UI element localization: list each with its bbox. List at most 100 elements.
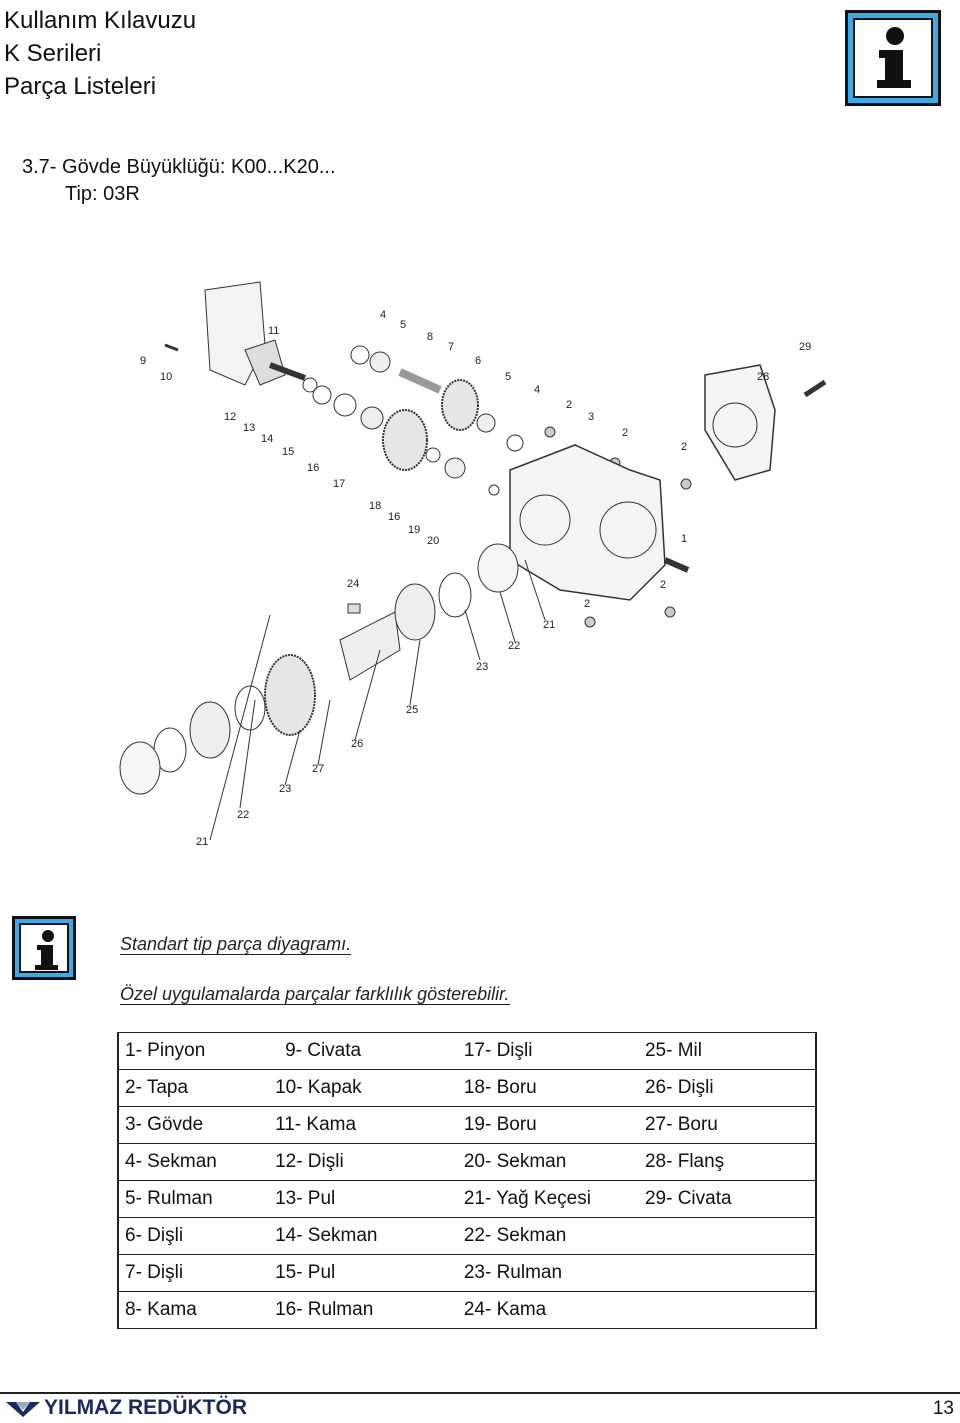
svg-text:28: 28 <box>757 371 769 383</box>
svg-text:12: 12 <box>224 411 236 423</box>
svg-text:21: 21 <box>196 836 208 848</box>
flange <box>704 364 776 481</box>
table-cell: 19- Boru <box>457 1106 639 1144</box>
table-cell: 23- Rulman <box>457 1254 639 1292</box>
table-cell <box>638 1217 816 1255</box>
svg-text:9: 9 <box>140 355 146 367</box>
exploded-parts-diagram: 9 10 11 4 5 8 7 6 5 4 2 3 2 2 1 29 28 12… <box>119 281 827 848</box>
washer <box>302 377 318 393</box>
manual-title: Kullanım Kılavuzu <box>4 7 197 34</box>
svg-text:16: 16 <box>388 511 400 523</box>
bearing-23 <box>189 701 231 759</box>
plug <box>664 606 676 618</box>
svg-text:7: 7 <box>448 341 454 353</box>
shaft-7 <box>398 368 442 394</box>
bearing <box>360 406 384 430</box>
table-cell: 14- Sekman <box>269 1217 458 1255</box>
table-cell: 1- Pinyon <box>118 1032 270 1070</box>
svg-text:2: 2 <box>622 427 628 439</box>
svg-text:22: 22 <box>508 640 520 652</box>
table-cell: 7- Dişli <box>118 1254 270 1292</box>
plug <box>544 426 556 438</box>
svg-text:2: 2 <box>584 598 590 610</box>
circlip <box>312 385 332 405</box>
svg-text:10: 10 <box>160 371 172 383</box>
page-number: 13 <box>932 1398 954 1419</box>
tube-27 <box>234 685 266 731</box>
table-cell: 4- Sekman <box>118 1143 270 1181</box>
info-icon <box>12 916 76 980</box>
housing <box>509 444 666 601</box>
svg-text:23: 23 <box>279 783 291 795</box>
table-cell: 8- Kama <box>118 1291 270 1329</box>
table-cell: 13- Pul <box>269 1180 458 1218</box>
svg-text:2: 2 <box>566 399 572 411</box>
svg-text:24: 24 <box>347 578 359 590</box>
info-icon <box>845 10 941 106</box>
yilmaz-logo-icon <box>6 1402 40 1417</box>
svg-text:4: 4 <box>380 309 386 321</box>
svg-text:23: 23 <box>476 661 488 673</box>
svg-text:3: 3 <box>588 411 594 423</box>
svg-text:8: 8 <box>427 331 433 343</box>
plug <box>680 478 692 490</box>
table-cell: 12- Dişli <box>269 1143 458 1181</box>
svg-text:2: 2 <box>660 579 666 591</box>
svg-text:18: 18 <box>369 500 381 512</box>
gear-6 <box>441 379 479 431</box>
svg-text:25: 25 <box>406 704 418 716</box>
table-cell <box>638 1291 816 1329</box>
circlip-22 <box>438 572 472 618</box>
table-cell: 29- Civata <box>638 1180 816 1218</box>
circlip <box>506 434 524 452</box>
table-cell: 22- Sekman <box>457 1217 639 1255</box>
table-cell: 10- Kapak <box>269 1069 458 1107</box>
table-cell: 28- Flanş <box>638 1143 816 1181</box>
shaft-25 <box>339 611 401 681</box>
table-cell: 26- Dişli <box>638 1069 816 1107</box>
svg-text:15: 15 <box>282 446 294 458</box>
plug <box>584 616 596 628</box>
table-cell: 6- Dişli <box>118 1217 270 1255</box>
footer-divider <box>0 1392 960 1394</box>
svg-text:20: 20 <box>427 535 439 547</box>
bearing-23 <box>394 583 436 641</box>
svg-text:19: 19 <box>408 524 420 536</box>
bearing <box>444 457 466 479</box>
svg-text:22: 22 <box>237 809 249 821</box>
circlip <box>333 393 357 417</box>
svg-text:27: 27 <box>312 763 324 775</box>
svg-text:5: 5 <box>505 371 511 383</box>
bearing <box>369 351 391 373</box>
svg-text:14: 14 <box>261 433 273 445</box>
key-24 <box>347 603 361 614</box>
svg-text:1: 1 <box>681 533 687 545</box>
table-cell: 15- Pul <box>269 1254 458 1292</box>
circlip <box>488 484 500 496</box>
table-cell: 25- Mil <box>638 1032 816 1070</box>
svg-text:5: 5 <box>400 319 406 331</box>
table-cell: 24- Kama <box>457 1291 639 1329</box>
note-custom-applications: Özel uygulamalarda parçalar farklılık gö… <box>120 984 510 1005</box>
gear-17 <box>382 409 428 471</box>
svg-text:21: 21 <box>543 619 555 631</box>
table-cell <box>638 1254 816 1292</box>
table-cell: 21- Yağ Keçesi <box>457 1180 639 1218</box>
circlip <box>350 345 370 365</box>
table-cell: 9- Civata <box>269 1032 458 1070</box>
oil-seal-21 <box>477 543 519 593</box>
svg-text:13: 13 <box>243 422 255 434</box>
parts-list-title: Parça Listeleri <box>4 73 157 100</box>
table-cell: 17- Dişli <box>457 1032 639 1070</box>
svg-text:26: 26 <box>351 738 363 750</box>
note-standard-diagram: Standart tip parça diyagramı. <box>120 934 352 955</box>
svg-text:11: 11 <box>268 325 279 337</box>
svg-text:29: 29 <box>799 341 811 353</box>
table-cell: 3- Gövde <box>118 1106 270 1144</box>
